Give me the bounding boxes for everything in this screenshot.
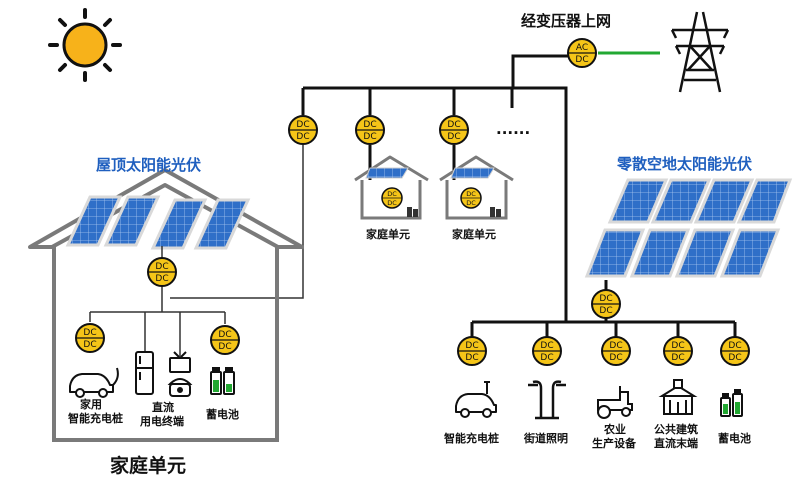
battery-icon [210,367,235,395]
home-charger-label-2: 智能充电桩 [68,411,123,425]
svg-text:DC: DC [363,120,376,130]
home-charger-label-1: 家用 [80,397,102,411]
svg-text:DC: DC [155,262,168,272]
converter-grid-ac-dc: AC DC [567,38,597,68]
svg-text:DC: DC [387,199,397,207]
svg-text:DC: DC [387,190,397,198]
svg-text:DC: DC [728,341,741,351]
converter-bus-3: DC DC [439,115,469,145]
svg-text:AC: AC [576,43,588,53]
tractor-icon [597,386,633,419]
car-charger-icon [455,381,497,418]
svg-text:DC: DC [465,341,478,351]
svg-text:DC: DC [466,190,476,198]
house-feeder-line [170,145,304,299]
smart-charger-label: 智能充电桩 [444,431,499,445]
agriculture-label-1: 农业 [603,422,626,436]
solar-panel-icon [193,198,251,250]
converter-public-building: DC DC [663,336,693,366]
grid-title: 经变压器上网 [521,12,611,30]
street-light-icon [528,380,566,420]
svg-text:DC: DC [599,294,612,304]
solar-panel-icon [736,178,793,224]
solar-panel-icon [629,228,691,278]
field-solar-panels [584,178,793,278]
sun-icon [48,8,122,82]
converter-bus-2: DC DC [355,115,385,145]
svg-text:DC: DC [728,353,741,363]
agriculture-label-2: 生产设备 [592,436,637,450]
dc-terminal-label-1: 直流 [152,400,174,414]
roof-solar-panels [65,195,251,250]
converter-street-light: DC DC [532,336,562,366]
solar-panel-icon [674,228,736,278]
refrigerator-icon [135,351,154,395]
svg-text:DC: DC [447,120,460,130]
public-building-icon [658,379,698,415]
tv-icon [169,351,191,373]
converter-agriculture: DC DC [601,336,631,366]
home-battery-label: 蓄电池 [206,407,239,421]
house-icon: DC DC [354,155,429,220]
public-building-label-1: 公共建筑 [654,422,698,436]
svg-text:DC: DC [671,353,684,363]
converter-roof-main: DC DC [147,257,177,287]
main-house-label: 家庭单元 [110,454,186,477]
solar-panel-icon [607,178,669,224]
house-icon: DC DC [439,155,514,220]
small-house-label-2: 家庭单元 [452,227,496,241]
solar-panel-icon [65,195,123,247]
converter-field-pv: DC DC [591,289,621,319]
svg-text:DC: DC [83,340,96,350]
converter-home-battery: DC DC [210,325,240,355]
field-battery-label: 蓄电池 [718,431,751,445]
rice-cooker-icon [167,378,193,397]
bus-lines [301,54,737,337]
converter-home-charger: DC DC [75,323,105,353]
svg-text:DC: DC [609,341,622,351]
main-house [28,168,304,442]
converter-field-battery: DC DC [720,336,750,366]
svg-text:DC: DC [296,132,309,142]
field-pv-title: 零散空地太阳能光伏 [616,155,752,173]
svg-text:DC: DC [540,341,553,351]
solar-panel-icon [103,195,161,247]
solar-panel-icon [650,178,712,224]
svg-text:DC: DC [363,132,376,142]
car-charger-icon [69,367,119,398]
svg-text:DC: DC [83,328,96,338]
svg-text:DC: DC [575,55,588,65]
svg-text:DC: DC [447,132,460,142]
svg-text:DC: DC [609,353,622,363]
converter-smart-charger: DC DC [457,336,487,366]
svg-text:DC: DC [155,274,168,284]
svg-text:DC: DC [599,306,612,316]
battery-icon [720,389,743,417]
svg-text:DC: DC [465,353,478,363]
solar-panel-icon [693,178,755,224]
svg-text:DC: DC [466,199,476,207]
solar-panel-icon [719,228,781,278]
more-units-dots: ...... [496,120,530,138]
public-building-label-2: 直流末端 [654,436,698,450]
converter-bus-1: DC DC [288,115,318,145]
solar-panel-icon [150,198,208,250]
dc-terminal-label-2: 用电终端 [140,414,184,428]
solar-panel-icon [584,228,646,278]
house-wiring [89,246,226,356]
svg-text:DC: DC [671,341,684,351]
svg-text:DC: DC [296,120,309,130]
svg-text:DC: DC [540,353,553,363]
street-light-label: 街道照明 [523,431,568,445]
svg-text:DC: DC [218,330,231,340]
transmission-tower-icon [670,11,730,93]
small-house-label-1: 家庭单元 [366,227,410,241]
svg-text:DC: DC [218,342,231,352]
roof-pv-title: 屋顶太阳能光伏 [96,156,201,174]
